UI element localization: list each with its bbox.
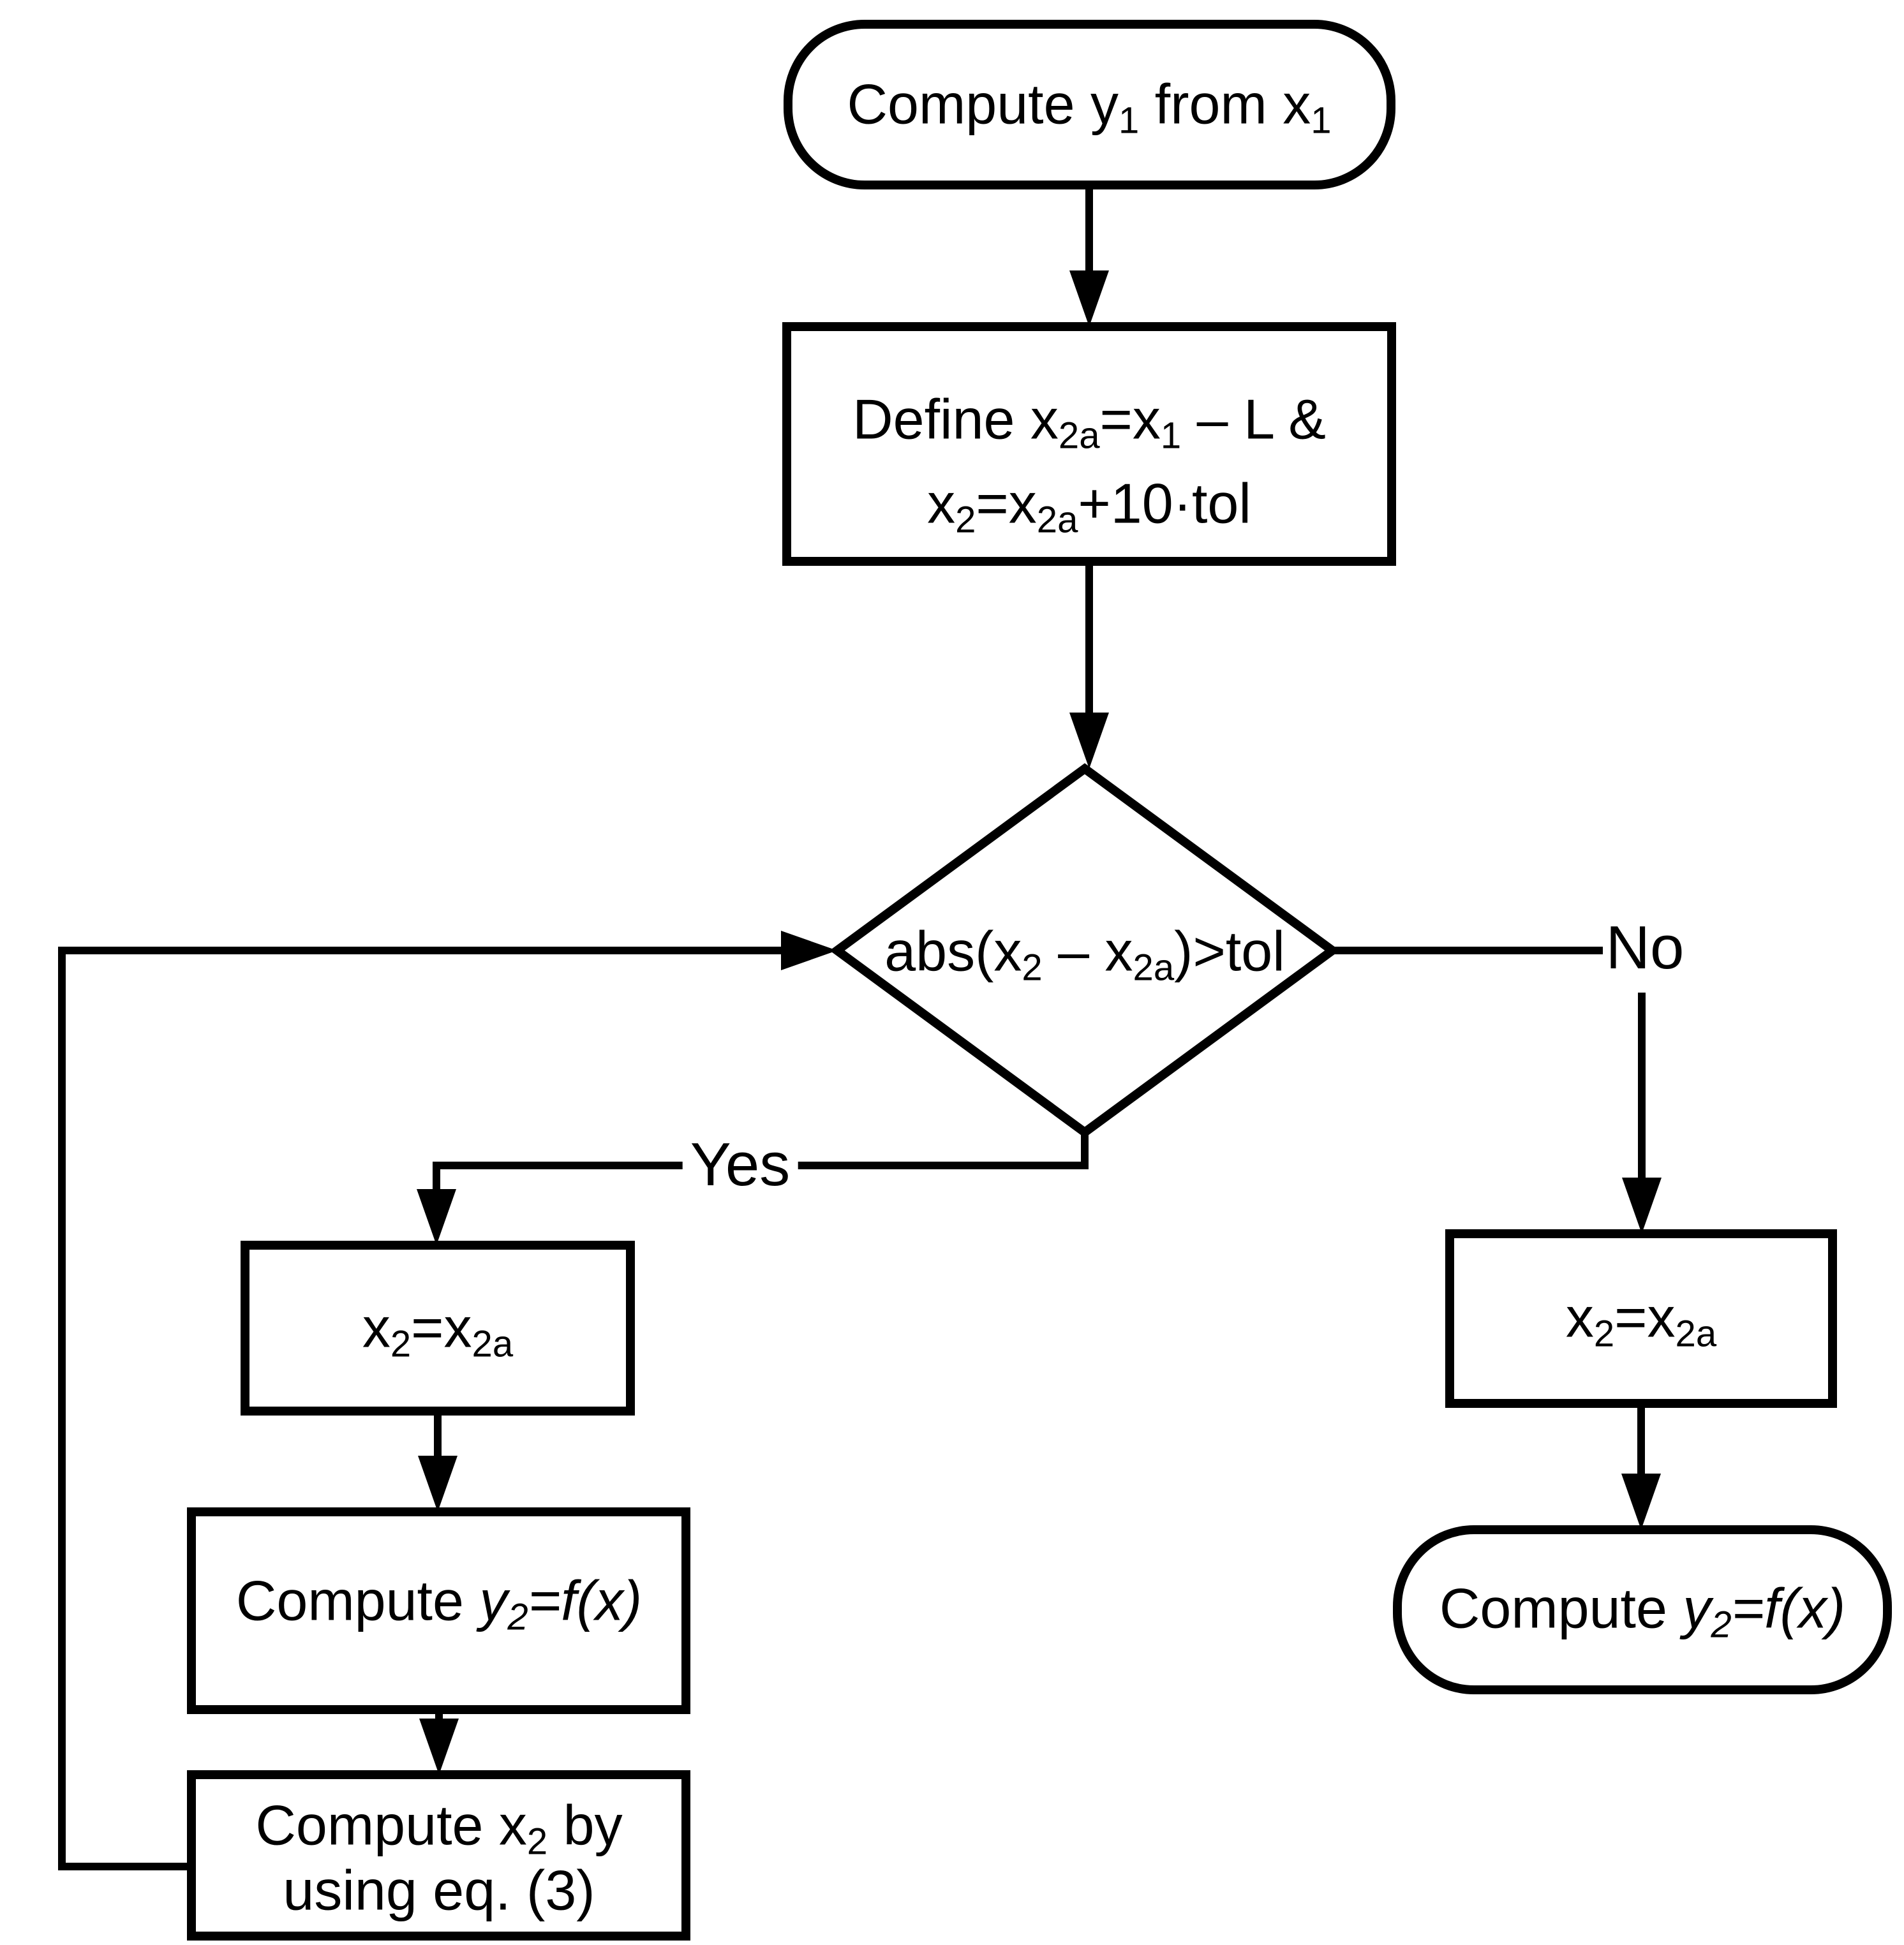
arrowhead-loop-into-decision-left-icon bbox=[781, 931, 837, 970]
arrowhead-into-eq3-icon bbox=[419, 1719, 459, 1775]
arrowheads bbox=[417, 270, 1662, 1775]
no-terminal-label: Compute y2=f(x) bbox=[1439, 1576, 1846, 1646]
decision-diamond-label: abs(x2 – x2a)>tol bbox=[884, 919, 1285, 989]
start-terminator-shape bbox=[784, 20, 1395, 189]
arrowhead-into-yes-compute-icon bbox=[418, 1456, 457, 1512]
arrowhead-into-yes-assign-icon bbox=[417, 1189, 456, 1245]
yes-compute-box-shape bbox=[187, 1507, 690, 1714]
arrowhead-into-no-assign-icon bbox=[1622, 1178, 1662, 1234]
arrowhead-into-define-icon bbox=[1069, 270, 1109, 327]
node-shapes bbox=[187, 20, 1892, 1941]
no-assign-box-label: x2=x2a bbox=[1565, 1285, 1717, 1355]
yes-assign-box-shape bbox=[241, 1241, 635, 1416]
yes-eq3-box-label-line1: Compute x2 by bbox=[255, 1793, 623, 1863]
yes-eq3-box-label-line2: using eq. (3) bbox=[283, 1858, 595, 1922]
no-assign-box-shape bbox=[1445, 1229, 1837, 1408]
yes-eq3-box-shape bbox=[187, 1770, 690, 1941]
arrowhead-into-decision-top-icon bbox=[1069, 713, 1109, 769]
define-box-shape bbox=[782, 322, 1396, 566]
yes-branch-label: Yes bbox=[682, 1131, 798, 1199]
define-box-label-line1: Define x2a=x1 – L & bbox=[852, 387, 1326, 457]
edge-eq3-loop-back-to-decision bbox=[58, 947, 785, 1870]
arrowhead-into-no-terminal-icon bbox=[1621, 1474, 1661, 1530]
yes-assign-box-label: x2=x2a bbox=[362, 1296, 514, 1365]
define-box-label-line2: x2=x2a+10·tol bbox=[927, 471, 1251, 541]
no-branch-label: No bbox=[1605, 913, 1685, 982]
decision-diamond-shape bbox=[829, 763, 1340, 1138]
no-terminal-shape bbox=[1393, 1525, 1892, 1694]
start-terminator-label: Compute y1 from x1 bbox=[847, 72, 1332, 142]
yes-compute-box-label: Compute y2=f(x) bbox=[235, 1569, 643, 1638]
